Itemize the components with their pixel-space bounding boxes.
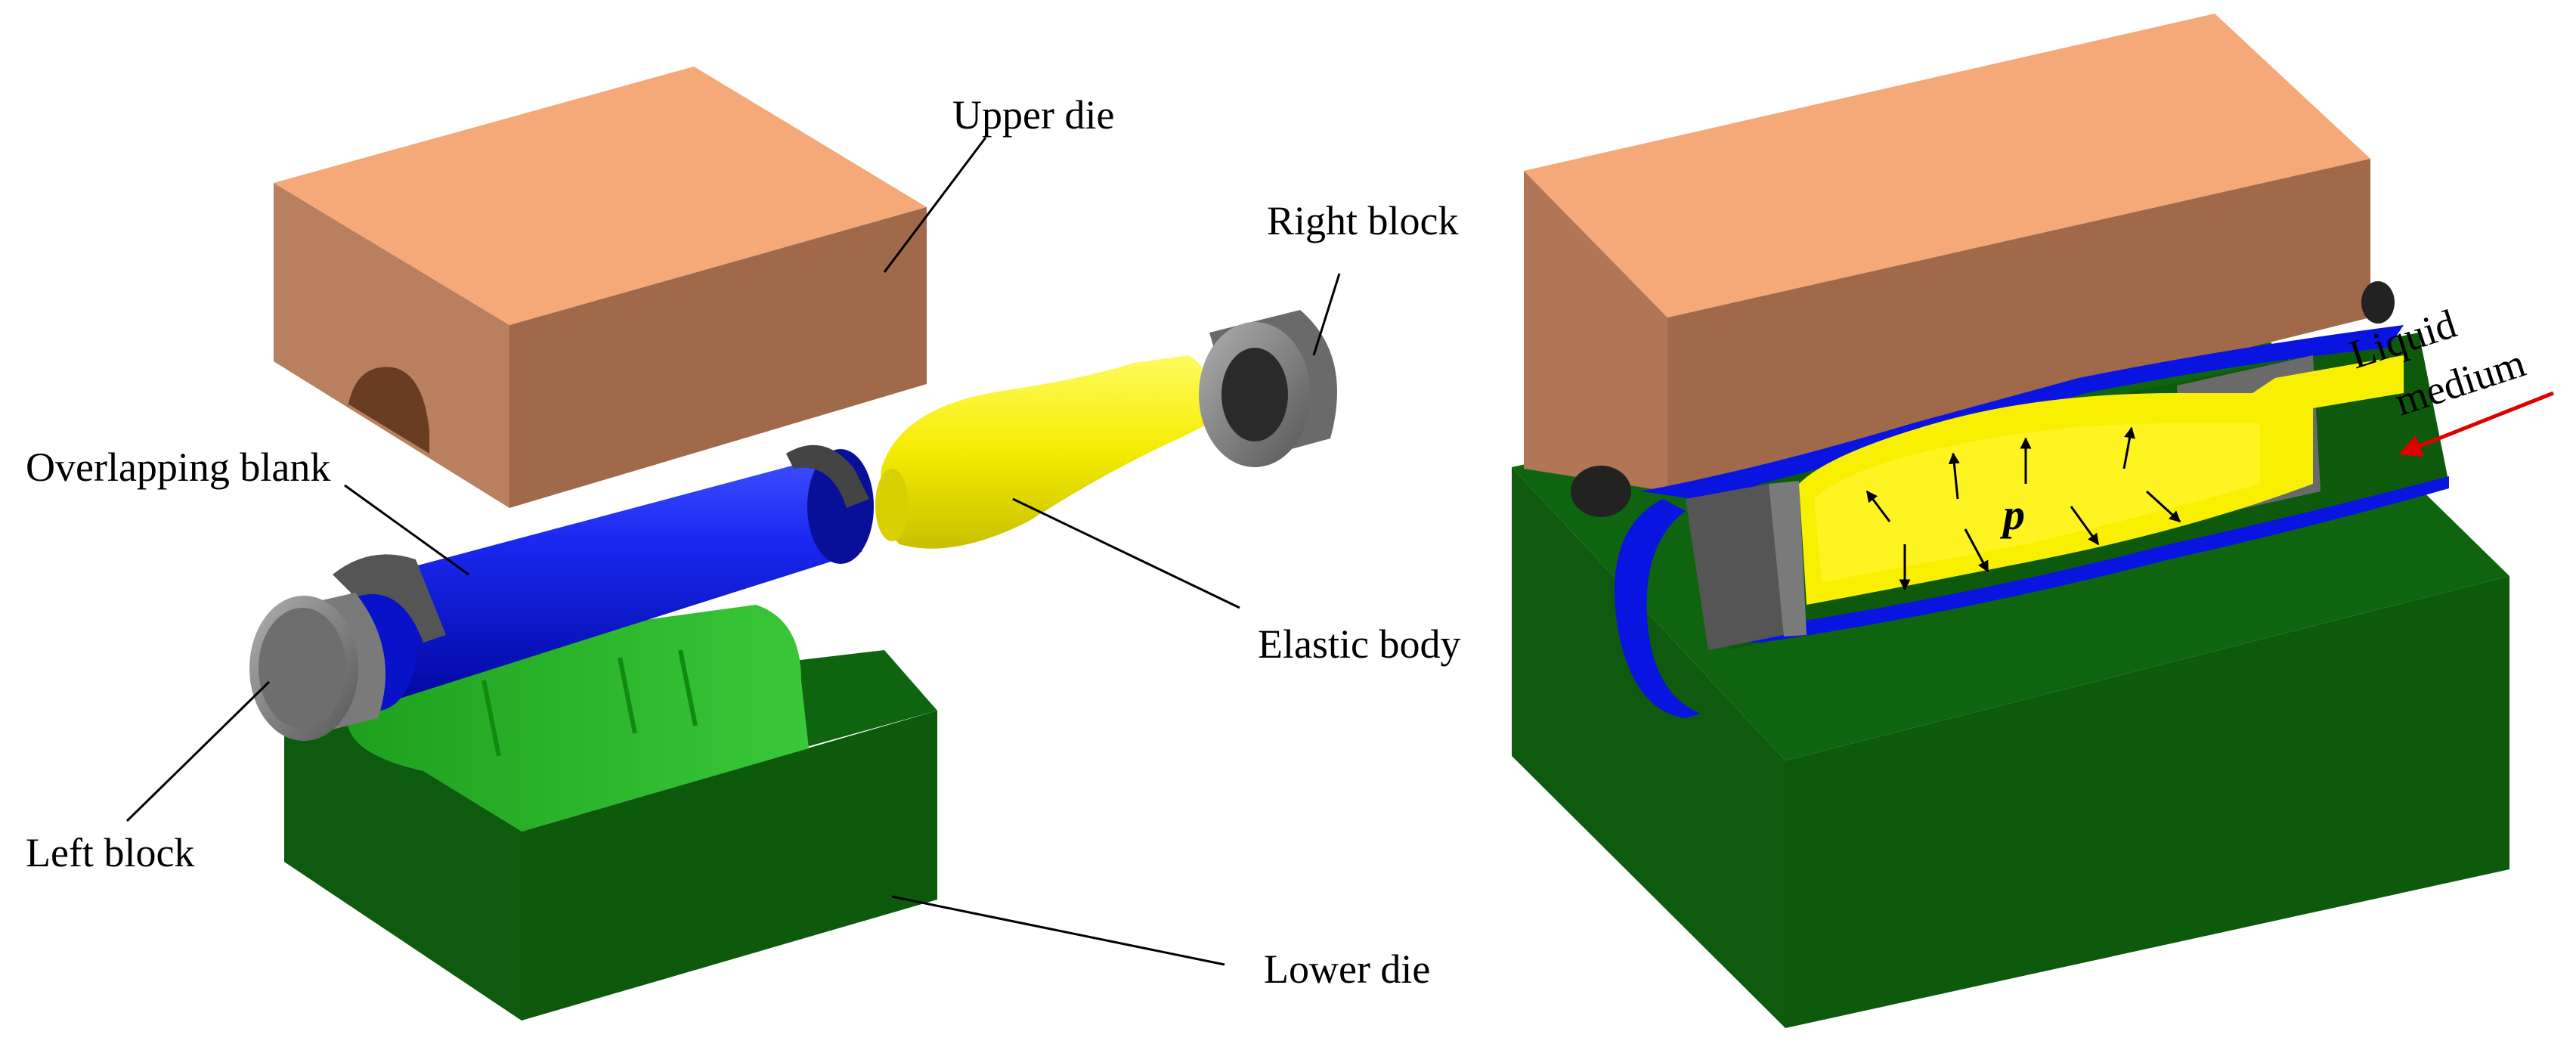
elastic-body	[875, 355, 1225, 549]
label-lower-die: Lower die	[1264, 946, 1430, 992]
leader-upper-die	[883, 137, 987, 273]
exploded-view: Upper die Right block Overlapping blank …	[26, 67, 1460, 1021]
overlapping-blank	[333, 444, 874, 711]
right-block	[1199, 310, 1337, 467]
lower-die	[284, 605, 937, 1021]
label-elastic-body: Elastic body	[1258, 621, 1460, 667]
upper-die	[274, 67, 927, 508]
leader-elastic-body	[1012, 497, 1240, 609]
bolt-left	[1571, 466, 1631, 517]
label-left-block: Left block	[26, 830, 194, 875]
leader-left-block	[125, 680, 271, 822]
leader-right-block	[1312, 273, 1341, 356]
assembled-upper-die	[1524, 14, 2370, 491]
left-block	[249, 593, 385, 741]
label-overlapping-blank: Overlapping blank	[26, 444, 330, 490]
assembled-left-block	[1615, 499, 1701, 718]
assembled-section-view: p Liquid medium	[1512, 14, 2554, 1028]
leader-lower-die	[891, 895, 1225, 966]
section-cavity	[1571, 281, 2449, 718]
label-upper-die: Upper die	[952, 92, 1114, 138]
bolt-right	[2361, 281, 2395, 324]
pressure-symbol: p	[1999, 490, 2025, 539]
leader-overlapping-blank	[344, 484, 469, 576]
pressure-arrows	[1865, 426, 2181, 591]
liquid-medium-arrow	[2398, 391, 2554, 457]
label-right-block: Right block	[1267, 198, 1459, 243]
